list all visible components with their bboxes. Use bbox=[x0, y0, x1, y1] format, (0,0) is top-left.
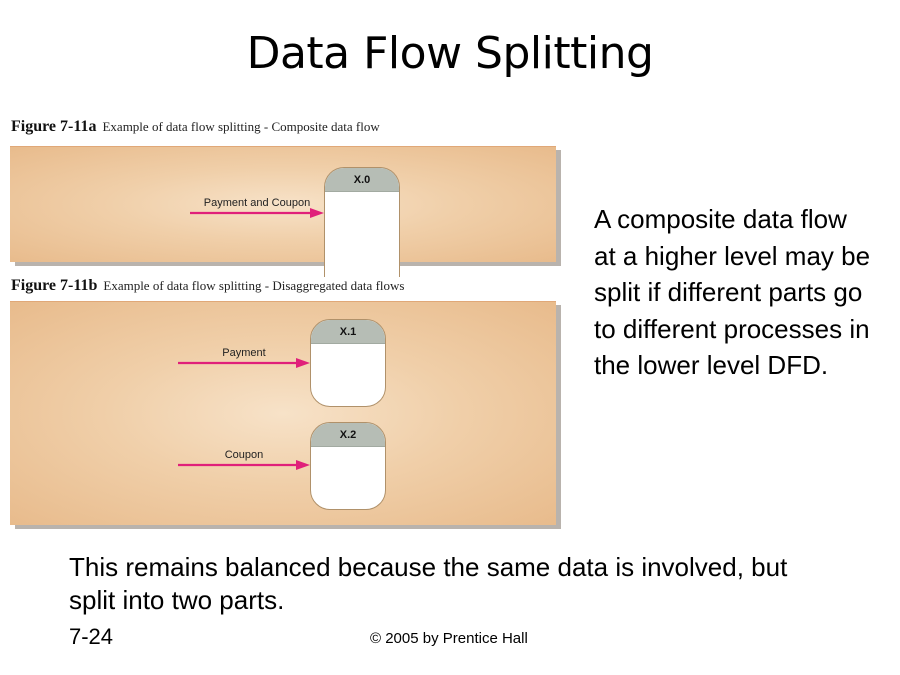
process-x2: X.2 bbox=[310, 422, 386, 510]
flow-label: Coupon bbox=[224, 449, 264, 461]
slide-title: Data Flow Splitting bbox=[246, 28, 654, 79]
flow-payment: Payment bbox=[178, 347, 310, 368]
arrow-right-icon bbox=[178, 358, 310, 368]
figure-b-caption-text: Example of data flow splitting - Disaggr… bbox=[103, 278, 405, 293]
figure-b-panel: Payment X.1 Coupon X.2 bbox=[10, 301, 556, 525]
figure-a-caption-text: Example of data flow splitting - Composi… bbox=[102, 119, 380, 134]
side-explanation-text: A composite data flow at a higher level … bbox=[594, 204, 871, 380]
arrow-right-icon bbox=[178, 460, 310, 470]
slide-number: 7-24 bbox=[69, 624, 114, 649]
flow-label: Payment bbox=[222, 347, 266, 359]
process-x1: X.1 bbox=[310, 319, 386, 407]
figure-a-panel: Payment and Coupon X.0 bbox=[10, 146, 556, 277]
process-x0: X.0 bbox=[324, 167, 400, 277]
process-id: X.1 bbox=[311, 320, 385, 344]
process-id: X.2 bbox=[311, 423, 385, 447]
process-id: X.0 bbox=[325, 168, 399, 192]
figure-a-number: Figure 7-11a bbox=[11, 118, 97, 135]
bottom-explanation-text: This remains balanced because the same d… bbox=[69, 552, 788, 615]
flow-payment-and-coupon: Payment and Coupon bbox=[190, 197, 324, 218]
figure-a-caption: Figure 7-11a Example of data flow splitti… bbox=[11, 118, 380, 136]
copyright-notice: © 2005 by Prentice Hall bbox=[370, 630, 528, 647]
flow-label: Payment and Coupon bbox=[203, 197, 311, 209]
figure-b-number: Figure 7-11b bbox=[11, 277, 98, 294]
flow-coupon: Coupon bbox=[178, 449, 310, 470]
arrow-right-icon bbox=[190, 208, 324, 218]
figure-b-caption: Figure 7-11b Example of data flow splitti… bbox=[11, 277, 404, 295]
